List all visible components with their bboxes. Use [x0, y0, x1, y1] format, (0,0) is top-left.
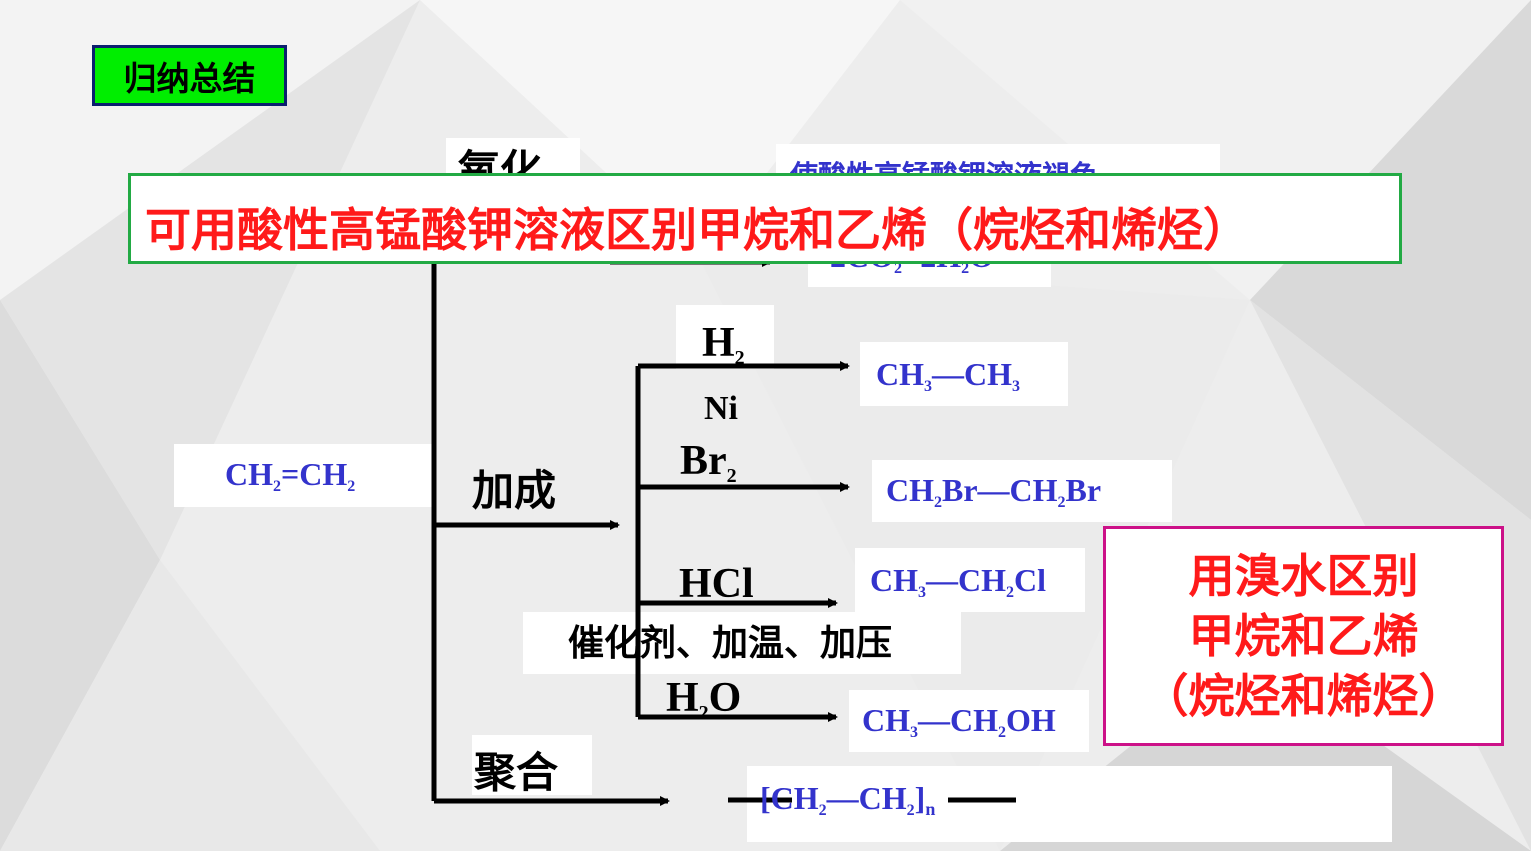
callout-kmno4-box [128, 173, 1402, 264]
product-polyethylene: [CH2—CH2]n [760, 780, 936, 819]
polymerization-label-box [472, 735, 592, 795]
reagent-h2o: H2O [666, 675, 742, 724]
callout-bromine-line3: （烷烃和烯烃） [1142, 669, 1465, 723]
polymer-box [747, 766, 1392, 842]
summary-tag-text: 归纳总结 [123, 58, 256, 98]
callout-bromine-line1: 用溴水区别 [1188, 549, 1419, 603]
addition-label: 加成 [472, 466, 557, 515]
product-ethanol: CH3—CH2OH [862, 702, 1056, 741]
product-ethane: CH3—CH3 [876, 356, 1020, 395]
reactant-ethylene: CH2=CH2 [225, 456, 356, 495]
callout-bromine-box: 用溴水区别 甲烷和乙烯 （烷烃和烯烃） [1103, 526, 1504, 746]
reagent-h2: H2 [702, 320, 745, 369]
reagent-h2-box [676, 305, 774, 369]
callout-kmno4-text: 可用酸性高锰酸钾溶液区别甲烷和乙烯（烷烃和烯烃） [145, 203, 1249, 257]
catalyst-general: 催化剂、加温、加压 [568, 623, 893, 664]
callout-bromine-line2: 甲烷和乙烯 [1188, 609, 1419, 663]
product-ethane-box [860, 342, 1068, 406]
reactant-box [174, 444, 432, 507]
product-chloroethane-box [855, 548, 1085, 612]
product-ethanol-box [849, 690, 1089, 752]
product-dibromo-box [872, 460, 1172, 522]
oxidation-label-box [446, 138, 580, 178]
catalyst-box [523, 612, 961, 674]
catalyst-ni: Ni [704, 390, 738, 427]
product-dibromoethane: CH2Br—CH2Br [886, 472, 1102, 511]
polymerization-label: 聚合 [474, 748, 559, 797]
summary-tag: 归纳总结 [92, 45, 287, 106]
reagent-br2: Br2 [680, 438, 737, 487]
product-chloroethane: CH3—CH2Cl [870, 562, 1046, 601]
reagent-hcl: HCl [679, 561, 754, 607]
oxidation-product-box [776, 144, 1220, 178]
